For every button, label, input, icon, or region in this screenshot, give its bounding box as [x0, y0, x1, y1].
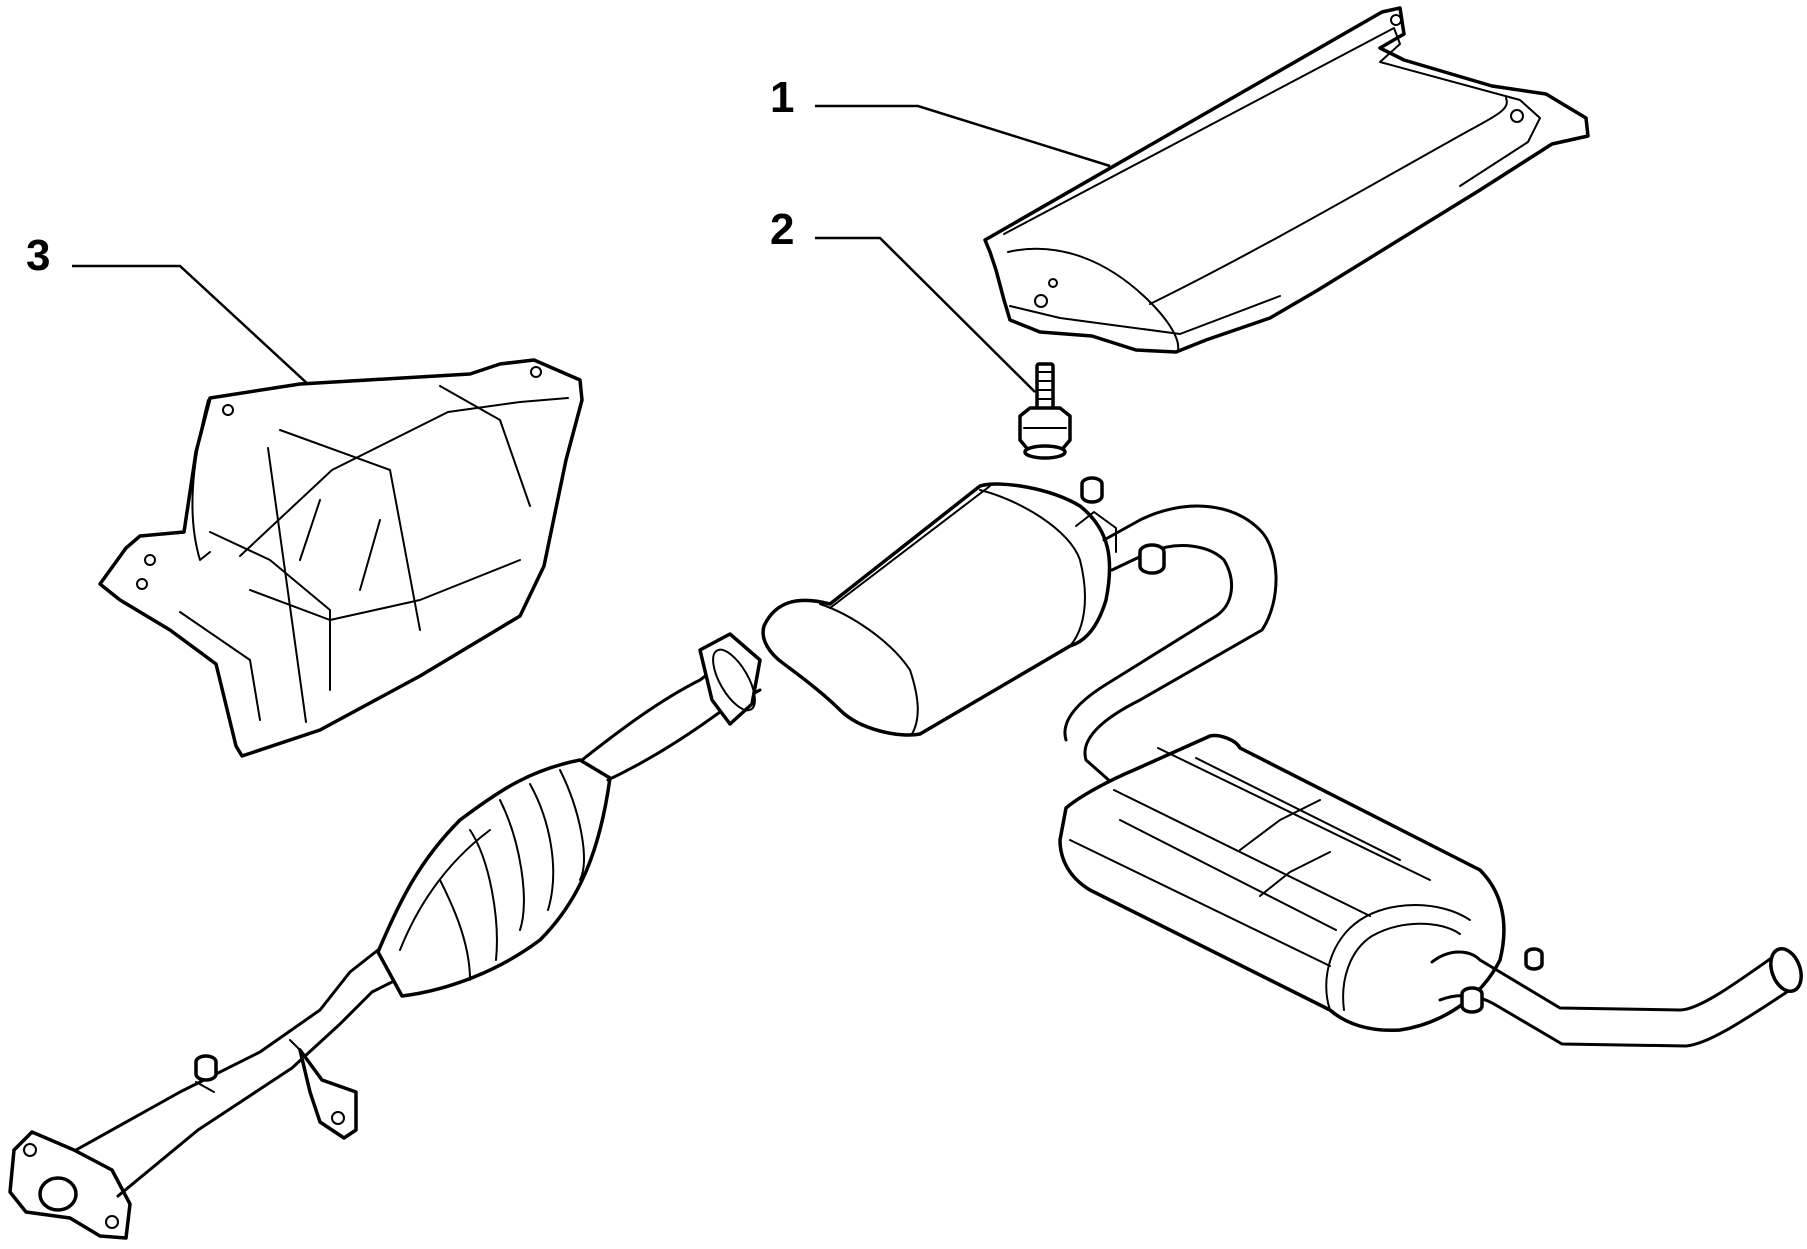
callout-3-label[interactable]: 3 [26, 231, 50, 280]
exhaust-pipe-assembly[interactable] [8, 476, 1807, 1240]
part-1-heat-shield[interactable] [983, 6, 1590, 354]
part-3-heat-shield[interactable] [98, 358, 584, 758]
callout-3-leader [72, 264, 311, 387]
part-2-bolt[interactable] [1018, 362, 1072, 460]
callout-2-leader [815, 236, 1036, 393]
callout-1-leader [815, 104, 1111, 168]
callout-2-label[interactable]: 2 [770, 205, 794, 254]
callout-1-label[interactable]: 1 [770, 73, 794, 122]
